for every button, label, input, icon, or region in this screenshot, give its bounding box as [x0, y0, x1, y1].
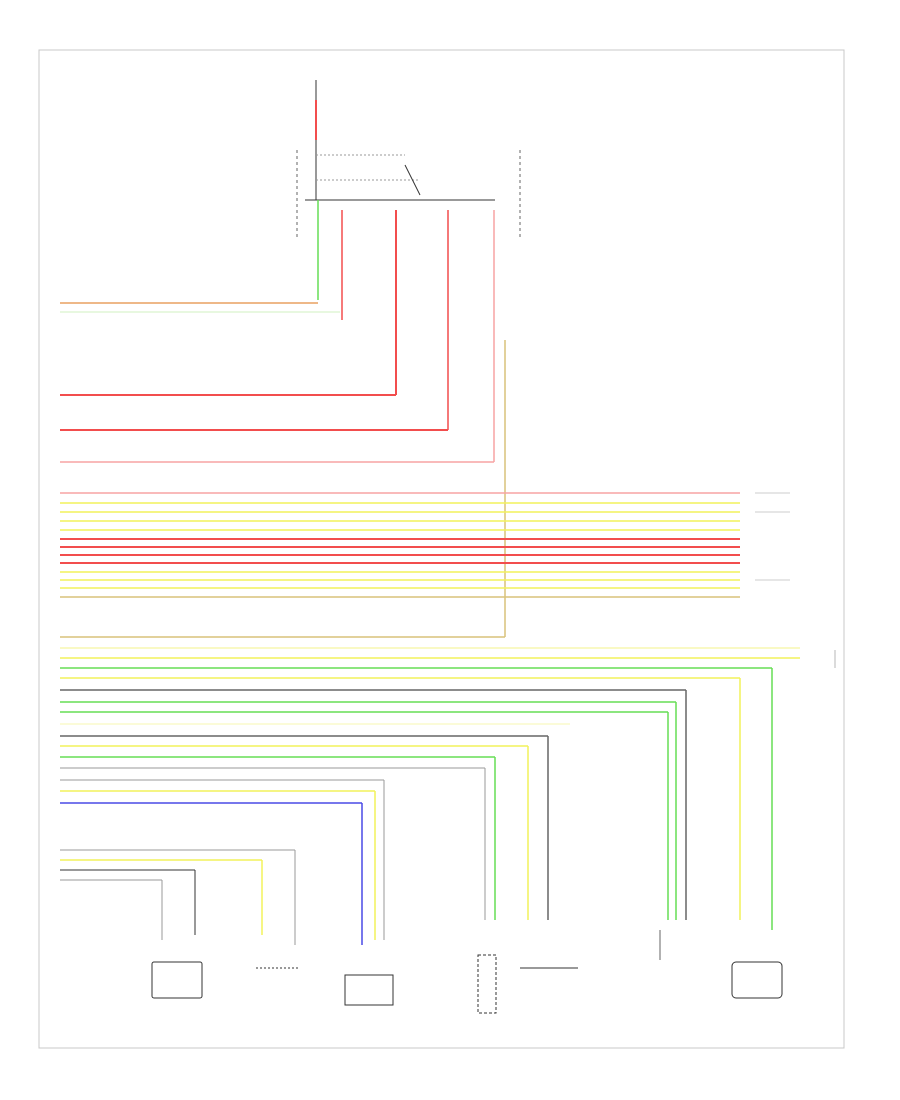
fuse-block: [296, 80, 521, 240]
module-3: [344, 974, 394, 1006]
power-wires: [60, 302, 494, 463]
right-connector: [755, 492, 836, 668]
sensor-leads: [60, 849, 296, 945]
signal-wires: [60, 636, 800, 945]
module-6: [731, 961, 783, 999]
fuse-drops: [317, 200, 506, 637]
bus-bundle: [60, 492, 740, 598]
module-1: [151, 961, 203, 999]
diagram-frame: [38, 49, 845, 1049]
module-4: [477, 954, 578, 1014]
